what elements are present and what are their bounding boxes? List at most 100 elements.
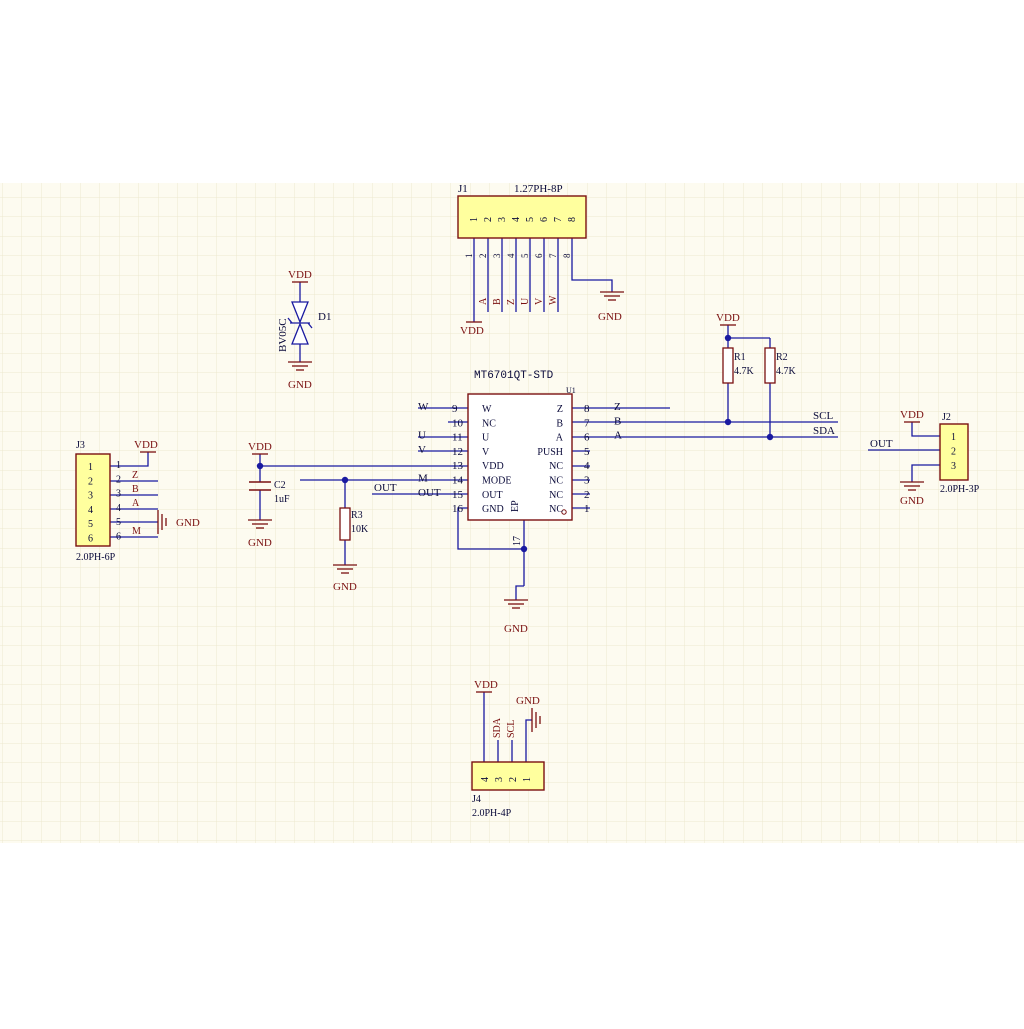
j1-value: 1.27PH-8P: [514, 183, 563, 195]
j3-pin-2-number: 2: [88, 476, 93, 487]
r2-value: 4.7K: [776, 366, 797, 377]
u1-pin-13-name: VDD: [482, 461, 504, 472]
u1-right-wires: [572, 407, 838, 509]
j3-pin-3-number: 3: [88, 491, 93, 502]
r1-body[interactable]: [722, 347, 734, 384]
gnd-label-j4: GND: [516, 695, 540, 707]
u1-pin-9-name: W: [482, 404, 492, 415]
j3-lead-2-number: 2: [116, 474, 121, 485]
junction-dots: [256, 334, 774, 553]
u1-body[interactable]: [467, 393, 573, 521]
d1-value: BV05C: [277, 318, 289, 352]
d1-ref: D1: [318, 311, 331, 323]
j1-pin-5-number: 5: [525, 217, 536, 222]
u1-pin1-marker: [561, 509, 567, 515]
j2-body[interactable]: [939, 423, 969, 481]
j1-net-label-b: B: [492, 298, 503, 305]
u1-net-u-left: U: [418, 430, 426, 442]
r2-body[interactable]: [764, 347, 776, 384]
j2-pin-1-number: 1: [951, 432, 956, 443]
j4-value: 2.0PH-4P: [472, 808, 512, 819]
u1-pin-12-number: 12: [452, 446, 463, 458]
j3-net-label-b: B: [132, 484, 139, 495]
j3-pin-6-number: 6: [88, 534, 93, 545]
u1-pin-4-number: 4: [584, 460, 590, 472]
out-net-label-j2: OUT: [870, 438, 893, 450]
d1-body[interactable]: [287, 301, 313, 345]
j1-net-label-a: A: [478, 297, 489, 305]
j4-wires: [483, 692, 532, 762]
u1-pin-1-name: NC: [549, 504, 563, 515]
gnd-label-u1: GND: [504, 623, 528, 635]
j3-wires: [110, 452, 158, 538]
j3-pin-5-number: 5: [88, 519, 93, 530]
j1-pin-7-number: 7: [553, 217, 564, 222]
r3-body[interactable]: [339, 507, 351, 541]
u1-pin-14-number: 14: [452, 475, 464, 487]
j3-net-label-a: A: [132, 498, 140, 509]
r1-value: 4.7K: [734, 366, 755, 377]
vdd-symbols: [140, 281, 920, 693]
u1-pin-3-number: 3: [584, 475, 590, 487]
vdd-label-j3: VDD: [134, 439, 158, 451]
vdd-label-c2: VDD: [248, 441, 272, 453]
u1-pin-3-name: NC: [549, 476, 563, 487]
j4-body[interactable]: [471, 761, 545, 791]
j2-pin-3-number: 3: [951, 461, 956, 472]
r2-ref: R2: [776, 352, 788, 363]
u1-pin-14-name: MODE: [482, 476, 511, 487]
u1-net-z-right: Z: [614, 401, 621, 413]
u1-pin-6-name: A: [556, 433, 564, 444]
gnd-label-j1: GND: [598, 311, 622, 323]
u1-pin-5-number: 5: [584, 446, 590, 458]
u1-pin-16-name: GND: [482, 504, 504, 515]
vdd-label-d1: VDD: [288, 269, 312, 281]
u1-ep-ground-wire: [515, 520, 525, 600]
u1-pin-8-name: Z: [557, 404, 563, 415]
u1-value: MT6701QT-STD: [474, 370, 554, 382]
gnd-label-d1: GND: [288, 379, 312, 391]
u1-pin17-number: 17: [512, 536, 523, 546]
j1-lead-6-number: 6: [534, 253, 544, 258]
j1-net-label-z: Z: [506, 299, 517, 305]
c2-body[interactable]: [249, 481, 271, 491]
gnd-label-r3: GND: [333, 581, 357, 593]
j3-ref: J3: [76, 440, 85, 451]
gnd-label-j2: GND: [900, 495, 924, 507]
j2-ref: J2: [942, 412, 951, 423]
j2-value: 2.0PH-3P: [940, 484, 980, 495]
j1-pin-8-number: 8: [567, 217, 578, 222]
j1-pin-leads: [473, 238, 613, 322]
u1-pin-11-number: 11: [452, 432, 463, 444]
gnd-label-c2: GND: [248, 537, 272, 549]
j3-value: 2.0PH-6P: [76, 552, 116, 563]
j1-lead-5-number: 5: [520, 253, 530, 258]
j4-pin-4-number: 4: [480, 777, 491, 782]
u1-pin-15-name: OUT: [482, 490, 503, 501]
c2-ref: C2: [274, 480, 286, 491]
j4-pin-1-number: 1: [522, 777, 533, 782]
j1-body[interactable]: [457, 195, 587, 239]
u1-pin-4-name: NC: [549, 461, 563, 472]
j3-lead-1-number: 1: [116, 460, 121, 471]
j1-net-label-u: U: [520, 297, 531, 305]
u1-pin-11-name: U: [482, 433, 490, 444]
j1-lead-1-number: 1: [464, 254, 474, 259]
vdd-label-r1: VDD: [716, 312, 740, 324]
j3-body[interactable]: [75, 453, 111, 547]
u1-pin-9-number: 9: [452, 403, 458, 415]
sda-net-label: SDA: [813, 425, 835, 437]
vdd-label-j1: VDD: [460, 325, 484, 337]
u1-net-a-right: A: [614, 430, 622, 442]
j1-pin-3-number: 3: [497, 217, 508, 222]
j1-pin-2-number: 2: [483, 217, 494, 222]
r1-ref: R1: [734, 352, 746, 363]
j1-lead-2-number: 2: [478, 254, 488, 259]
gnd-symbols: [157, 291, 924, 732]
j1-lead-7-number: 7: [548, 253, 558, 258]
